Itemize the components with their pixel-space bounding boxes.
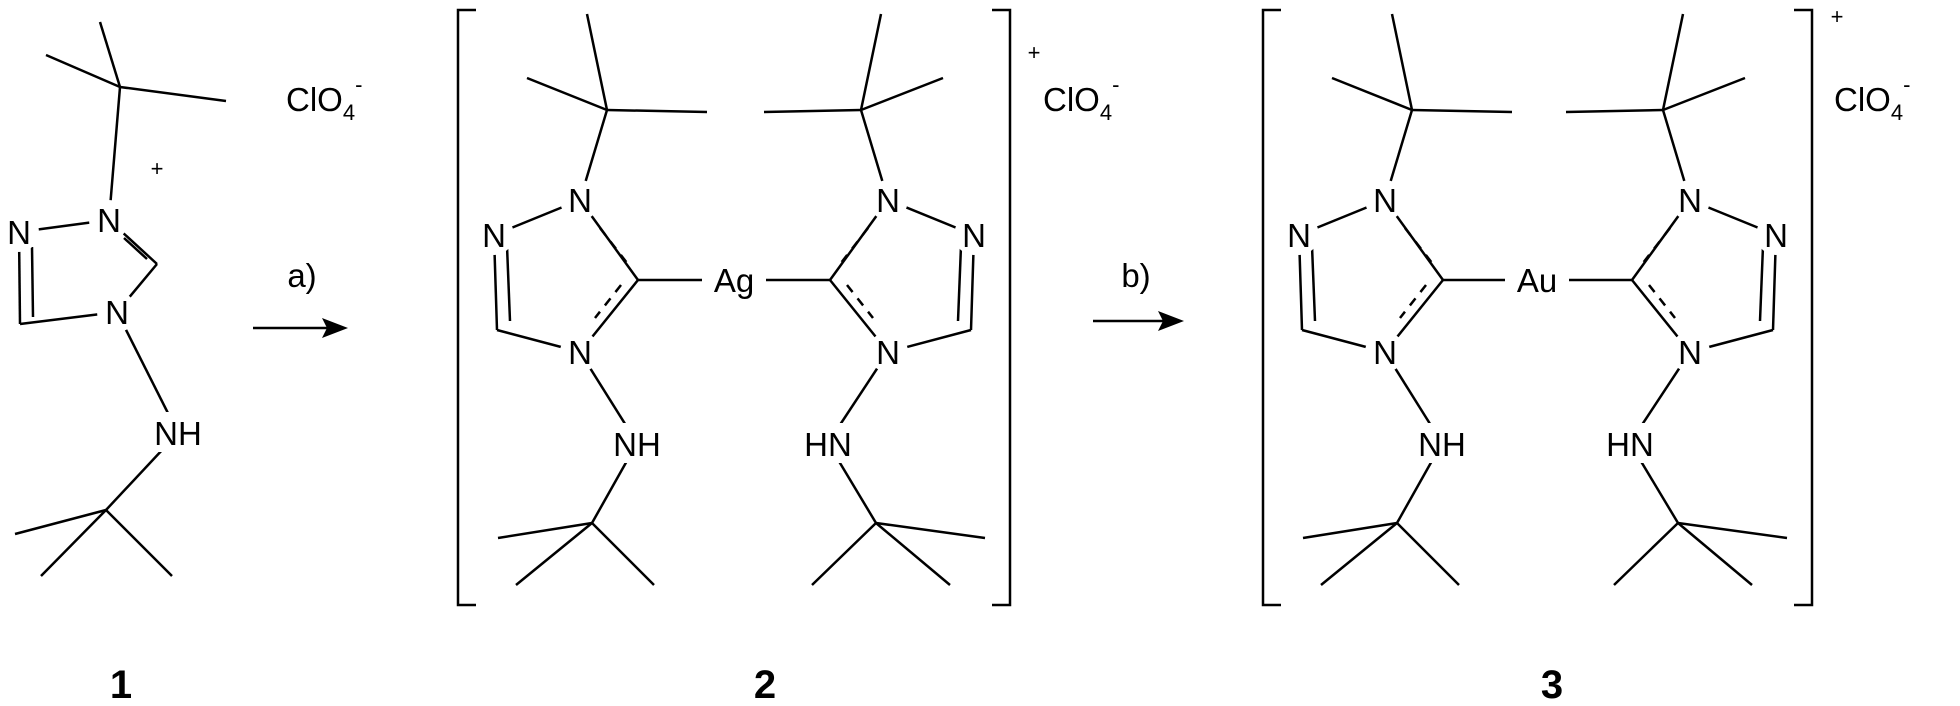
compound-2-bracket: + bbox=[456, 8, 1041, 607]
c3-left-n1: N bbox=[1373, 182, 1397, 219]
c3-right-hn: HN bbox=[1606, 426, 1654, 463]
reaction-arrow-a: a) bbox=[253, 257, 348, 338]
compound-3-charge: + bbox=[1831, 4, 1844, 29]
c2-left-n2: N bbox=[482, 217, 506, 254]
compound-2-structure: Ag N N N NH N N N HN bbox=[474, 13, 994, 586]
ring-charge: + bbox=[151, 156, 164, 181]
c3-left-n4: N bbox=[1373, 334, 1397, 371]
reaction-arrow-b: b) bbox=[1093, 257, 1184, 331]
compound-1-number: 1 bbox=[110, 663, 132, 706]
arrow-b-label: b) bbox=[1121, 257, 1150, 294]
c3-right-n1: N bbox=[1678, 182, 1702, 219]
arrow-a-label: a) bbox=[287, 257, 316, 294]
c2-right-n1: N bbox=[876, 182, 900, 219]
svg-text:ClO4-: ClO4- bbox=[286, 72, 362, 125]
c3-right-n2: N bbox=[1764, 217, 1788, 254]
c2-right-n2: N bbox=[962, 217, 986, 254]
c3-right-n4: N bbox=[1678, 334, 1702, 371]
counterion-3: ClO4- bbox=[1834, 72, 1910, 125]
atom-n1: N bbox=[97, 202, 121, 239]
svg-text:ClO4-: ClO4- bbox=[1834, 72, 1910, 125]
c3-left-n2: N bbox=[1287, 217, 1311, 254]
compound-3-structure: Au N N N NH N N N HN bbox=[1279, 13, 1796, 586]
compound-3-metal: Au bbox=[1517, 262, 1557, 299]
c2-left-n4: N bbox=[568, 334, 592, 371]
atom-n4: N bbox=[105, 294, 129, 331]
compound-2-number: 2 bbox=[754, 663, 776, 706]
compound-2-charge: + bbox=[1028, 40, 1041, 65]
atom-nh: NH bbox=[154, 415, 202, 452]
compound-2-metal: Ag bbox=[714, 262, 754, 299]
compound-3-number: 3 bbox=[1541, 663, 1563, 706]
c2-left-n1: N bbox=[568, 182, 592, 219]
counterion-2: ClO4- bbox=[1043, 72, 1119, 125]
c2-left-nh: NH bbox=[613, 426, 661, 463]
compound-3-bracket: + bbox=[1261, 4, 1844, 607]
c3-left-nh: NH bbox=[1418, 426, 1466, 463]
c2-right-hn: HN bbox=[804, 426, 852, 463]
c2-right-n4: N bbox=[876, 334, 900, 371]
compound-1-structure: N + N N NH bbox=[0, 21, 227, 577]
counterion-1: ClO4- bbox=[286, 72, 362, 125]
svg-text:ClO4-: ClO4- bbox=[1043, 72, 1119, 125]
atom-n2: N bbox=[7, 214, 31, 251]
